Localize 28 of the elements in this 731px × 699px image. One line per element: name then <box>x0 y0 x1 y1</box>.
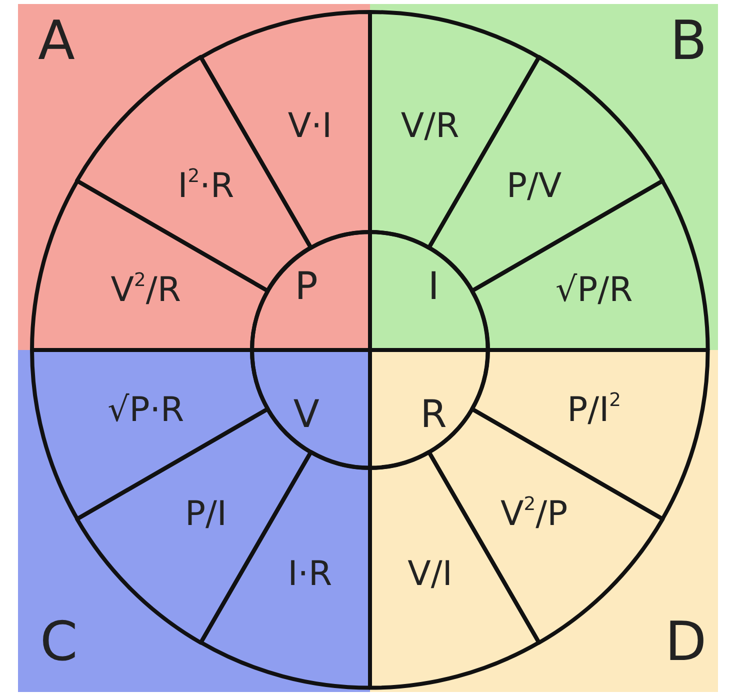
formula-text: V$^{2}$/R <box>110 270 182 310</box>
formula-text: √P·R <box>108 390 184 430</box>
quadrant-panel <box>18 350 370 692</box>
quadrant-letter: D <box>665 615 707 669</box>
quadrant-letter: B <box>670 14 708 68</box>
formula-text: I <box>428 264 440 308</box>
formula-text: V/I <box>408 554 452 594</box>
formula-text: V$^{2}$/P <box>500 494 568 534</box>
formula-text: V <box>293 392 320 436</box>
wheel-sector <box>201 12 370 248</box>
formula-text: V/R <box>400 106 460 146</box>
formula-text: I·R <box>288 554 332 594</box>
quadrant-letter: C <box>40 615 78 669</box>
formula-text: √P/R <box>555 270 633 310</box>
quadrant-panel <box>370 350 718 692</box>
formula-text: I$^{2}$·R <box>178 166 234 206</box>
center-sector <box>370 350 488 468</box>
formula-text: R <box>420 392 447 436</box>
quadrant-letter: A <box>38 14 75 68</box>
formula-text: V·I <box>288 106 332 146</box>
center-sector <box>252 350 370 468</box>
formula-text: P/I <box>184 494 227 534</box>
formula-text: P/I$^{2}$ <box>567 390 622 430</box>
formula-text: P/V <box>506 166 562 206</box>
center-sector <box>370 232 488 350</box>
quadrant-panel <box>370 4 718 350</box>
quadrant-panel <box>18 4 370 350</box>
formula-text: P <box>294 264 318 308</box>
